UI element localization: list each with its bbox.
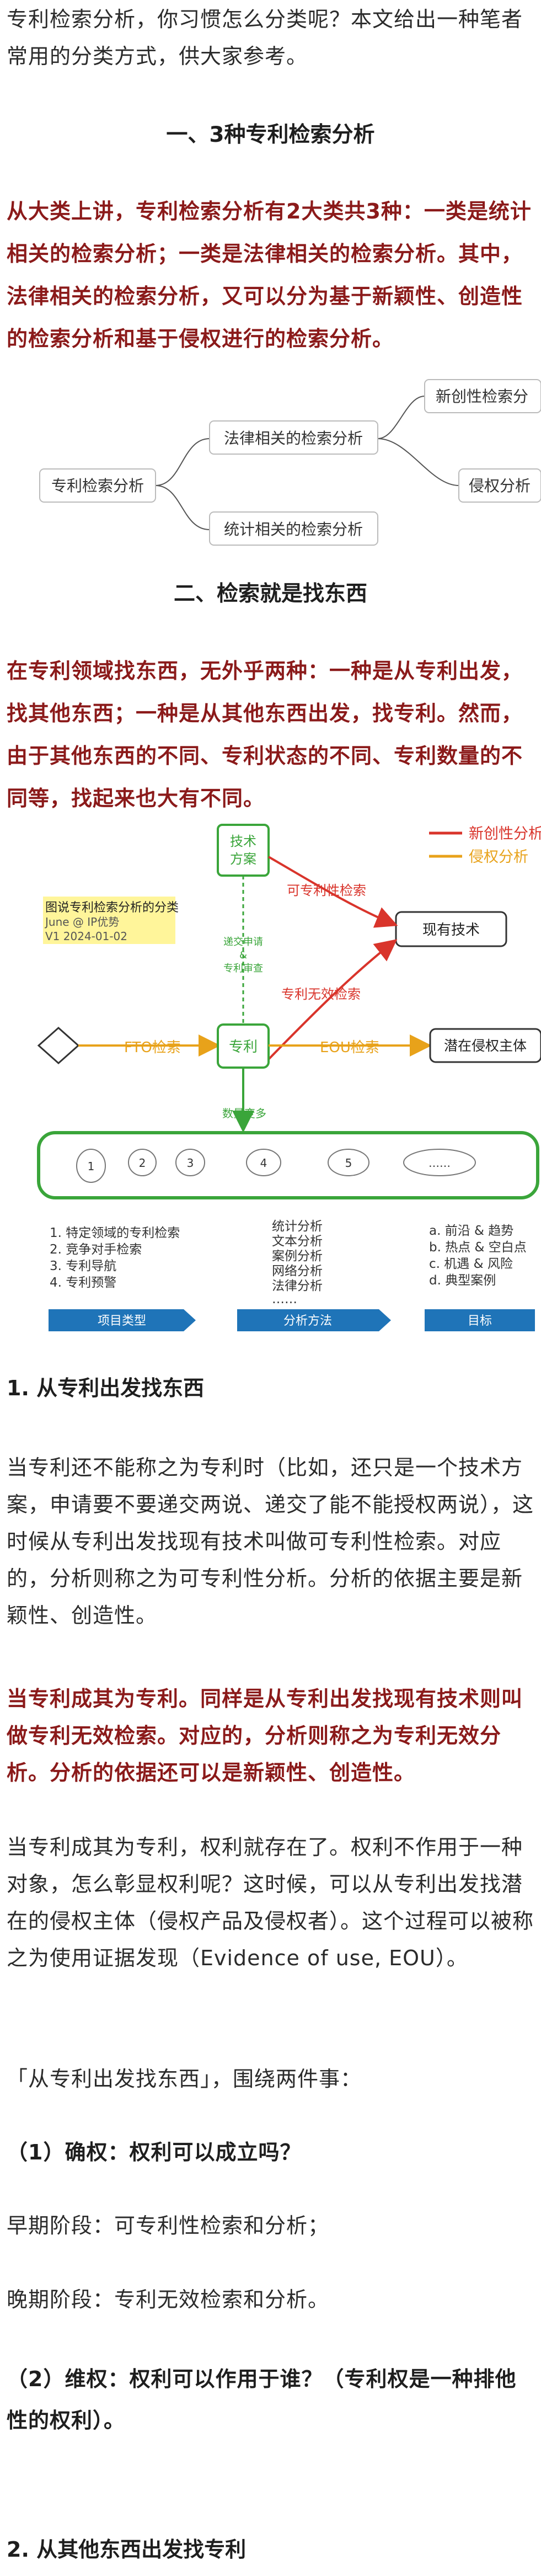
project-type-3: 3. 专利导航 bbox=[50, 1259, 116, 1273]
circle-4: 4 bbox=[260, 1156, 267, 1170]
method-6: …… bbox=[272, 1292, 297, 1306]
prior-art-label: 现有技术 bbox=[422, 922, 480, 938]
infringer-box bbox=[429, 1028, 541, 1063]
mindmap-branch-infringe bbox=[377, 438, 459, 486]
bar-project-type bbox=[49, 1309, 184, 1331]
mindmap-diagram: 专利检索分析 法律相关的检索分析 统计相关的检索分析 新创性检索分 侵权分析 bbox=[39, 379, 541, 546]
goal-4: d. 典型案例 bbox=[429, 1273, 496, 1288]
section1-title: 一、3种专利检索分析 bbox=[166, 122, 375, 147]
sub1-p1: 当专利还不能称之为专利时（比如，还只是一个技术方案，申请要不要递交两说、递交了能… bbox=[7, 1455, 534, 1628]
section2-highlight: 在专利领域找东西，无外乎两种：一种是从专利出发，找其他东西；一种是从其他东西出发… bbox=[7, 659, 523, 810]
sub1-p3: 当专利成其为专利，权利就存在了。权利不作用于一种对象，怎么彰显权利呢？这时候，可… bbox=[7, 1835, 534, 1970]
sub1-p2: 当专利成其为专利。同样是从专利出发找现有技术则叫做专利无效检索。对应的，分析则称… bbox=[7, 1687, 523, 1785]
prior-art-box bbox=[395, 911, 507, 947]
bar-label-project: 项目类型 bbox=[98, 1314, 146, 1328]
caption-title: 图说专利检索分析的分类 bbox=[45, 901, 179, 915]
intro-paragraph: 专利检索分析，你习惯怎么分类呢？本文给出一种笔者常用的分类方式，供大家参考。 bbox=[7, 7, 523, 68]
section1-highlight: 从大类上讲，专利检索分析有2大类共3种：一类是统计相关的检索分析；一类是法律相关… bbox=[7, 199, 532, 351]
eou-label: EOU检索 bbox=[320, 1039, 379, 1056]
project-type-4: 4. 专利预警 bbox=[50, 1276, 116, 1290]
goal-1: a. 前沿 & 趋势 bbox=[429, 1224, 513, 1238]
section2-title: 二、检索就是找东西 bbox=[173, 582, 367, 606]
sub1-p4: 「从专利出发找东西」，围绕两件事： bbox=[7, 2067, 362, 2091]
infringer-label: 潜在侵权主体 bbox=[444, 1038, 527, 1054]
mindmap-branch-novelty bbox=[377, 396, 425, 439]
patent-set-box bbox=[37, 1131, 539, 1199]
invalidation-label: 专利无效检索 bbox=[281, 986, 361, 1002]
count-more-label: 数量变多 bbox=[222, 1107, 266, 1120]
goal-3: c. 机遇 & 风险 bbox=[429, 1257, 513, 1271]
patentability-arrow bbox=[268, 856, 398, 928]
mindmap-root: 专利检索分析 bbox=[51, 477, 144, 495]
method-2: 文本分析 bbox=[272, 1234, 323, 1249]
caption-author: June @ IP优势 bbox=[44, 915, 119, 929]
mindmap-root-box bbox=[39, 468, 156, 503]
mindmap-branch-stat bbox=[155, 485, 210, 530]
circle-2: 2 bbox=[139, 1156, 146, 1170]
sub1-late: 晚期阶段：专利无效检索和分析。 bbox=[7, 2287, 330, 2312]
project-type-2: 2. 竞争对手检索 bbox=[50, 1242, 142, 1257]
sub1-early: 早期阶段：可专利性检索和分析； bbox=[7, 2214, 330, 2238]
filing-label-amp: & bbox=[239, 950, 247, 961]
tech-label-1: 技术 bbox=[230, 834, 256, 849]
legend-red: 新创性分析 bbox=[469, 825, 541, 842]
flow-diagram: 新创性分析 侵权分析 图说专利检索分析的分类 June @ IP优势 V1 20… bbox=[37, 824, 541, 1331]
circle-3: 3 bbox=[187, 1156, 194, 1170]
mindmap-infringe: 侵权分析 bbox=[469, 477, 531, 495]
bar-method bbox=[237, 1309, 379, 1331]
caption-version: V1 2024-01-02 bbox=[45, 930, 127, 943]
filing-label-1: 递交申请 bbox=[223, 936, 263, 948]
patentability-label: 可专利性检索 bbox=[287, 883, 366, 898]
caption-box bbox=[43, 897, 175, 944]
sub2-title: 2. 从其他东西出发找专利 bbox=[7, 2537, 247, 2562]
bar-label-method: 分析方法 bbox=[283, 1314, 332, 1328]
goal-2: b. 热点 & 空白点 bbox=[429, 1240, 527, 1255]
method-1: 统计分析 bbox=[272, 1219, 323, 1234]
method-3: 案例分析 bbox=[272, 1249, 323, 1263]
legend-orange: 侵权分析 bbox=[469, 849, 528, 866]
start-diamond bbox=[37, 1026, 80, 1065]
filing-label-2: 专利审查 bbox=[223, 963, 263, 974]
circle-5: 5 bbox=[345, 1156, 352, 1170]
sub1-q2: （2）维权：权利可以作用于谁？（专利权是一种排他性的权利）。 bbox=[7, 2367, 517, 2433]
invalidation-arrow bbox=[267, 939, 398, 1060]
fto-label: FTO检索 bbox=[124, 1039, 181, 1056]
circle-more: …… bbox=[428, 1156, 451, 1170]
project-type-1: 1. 特定领域的专利检索 bbox=[50, 1226, 180, 1240]
method-5: 法律分析 bbox=[272, 1279, 323, 1293]
tech-label-2: 方案 bbox=[230, 851, 256, 867]
bar-goal bbox=[425, 1309, 535, 1331]
bar-label-goal: 目标 bbox=[468, 1314, 492, 1328]
sub1-q1: （1）确权：权利可以成立吗？ bbox=[7, 2140, 302, 2164]
circle-1: 1 bbox=[88, 1160, 95, 1173]
tech-box bbox=[217, 824, 270, 877]
patent-label: 专利 bbox=[229, 1039, 258, 1055]
mindmap-novelty: 新创性检索分 bbox=[436, 387, 528, 406]
sub1-title: 1. 从专利出发找东西 bbox=[7, 1376, 205, 1400]
method-4: 网络分析 bbox=[272, 1264, 323, 1278]
mindmap-branch-legal bbox=[155, 438, 210, 486]
mindmap-stat: 统计相关的检索分析 bbox=[224, 520, 363, 538]
mindmap-legal: 法律相关的检索分析 bbox=[224, 429, 363, 447]
